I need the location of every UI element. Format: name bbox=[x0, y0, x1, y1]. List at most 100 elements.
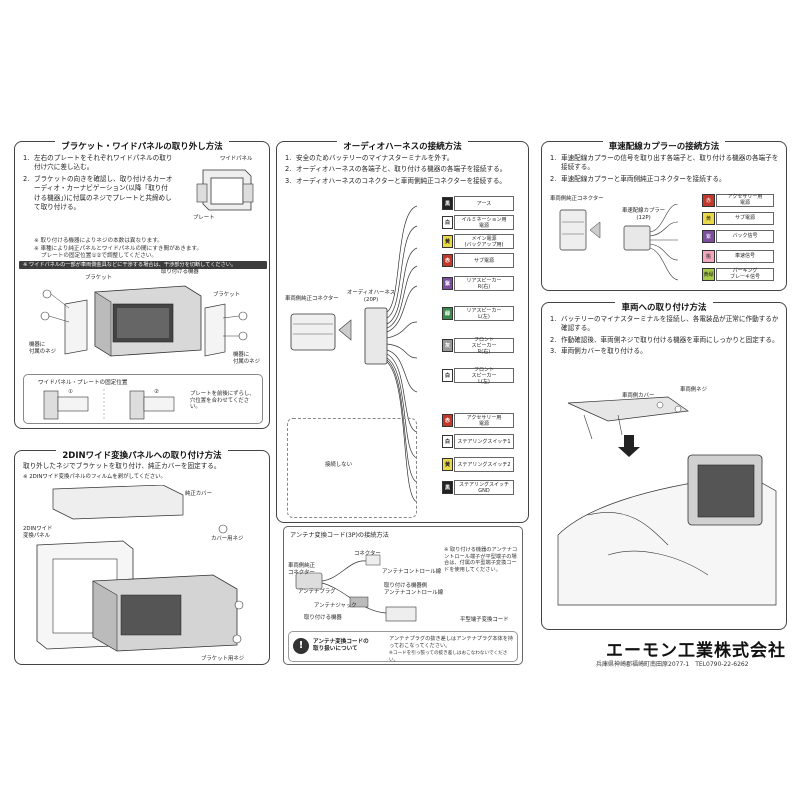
audio-wire-row: 黄メイン電源 (バックアップ用) bbox=[442, 234, 514, 249]
speed-wire-row: 黄サブ電源 bbox=[702, 212, 774, 225]
wire-color-swatch: 黒 bbox=[442, 197, 453, 210]
speed-steps: 1.車速配線カプラーの信号を取り出す各端子と、取り付ける機器の各端子を接続する。… bbox=[550, 154, 782, 186]
antenna-plug-label: アンテナプラグ bbox=[298, 589, 336, 595]
company-name: エーモン工業株式会社 bbox=[606, 641, 786, 661]
wire-color-swatch: 赤 bbox=[442, 414, 453, 427]
wire-color-swatch: 黒 bbox=[442, 481, 453, 494]
caution-icon: ! bbox=[293, 638, 309, 654]
wire-label: フロント スピーカー L(左) bbox=[454, 367, 514, 385]
antenna-box: アンテナ変換コード(3P)の接続方法 コネクター 車両側純正 コネクター アンテ… bbox=[283, 526, 523, 665]
audio-wire-row: 黒アース bbox=[442, 196, 514, 211]
no-connect-label: 接続しない bbox=[325, 462, 352, 468]
mount-steps: 1.バッテリーのマイナスターミナルを接続し、各電装品が正常に作動するか確認する。… bbox=[550, 315, 782, 359]
speed-wire-row: 赤アクセサリー用 電源 bbox=[702, 194, 774, 207]
wire-color-swatch: 緑 bbox=[442, 307, 453, 320]
antenna-vehicle-label: 車両側純正 コネクター bbox=[288, 563, 315, 576]
audio-wire-row: 緑リアスピーカー L(左) bbox=[442, 306, 514, 321]
no-connect-box bbox=[287, 418, 417, 518]
bracket-step: 2.ブラケットの向きを確認し、取り付けるカーオーディオ・カーナビゲーション(以降… bbox=[23, 174, 173, 212]
fix-mark-2: ② bbox=[154, 389, 159, 395]
car-mount-figure bbox=[557, 396, 777, 606]
fix-position-figure bbox=[43, 389, 175, 421]
bracket-warning: ※ ワイドパネルの一部が車両側金具などに干渉する場合は、干渉部分を切断してくださ… bbox=[19, 261, 267, 269]
speed-title: 車速配線カプラーの接続方法 bbox=[602, 140, 726, 152]
antenna-device-control-label: 取り付ける機器側 アンテナコントロール線 bbox=[384, 583, 444, 596]
antenna-figure bbox=[295, 554, 417, 622]
audio-wire-row: 白イルミネーション用 電源 bbox=[442, 215, 514, 230]
audio-step: 1.安全のためバッテリーのマイナスターミナルを外す。 bbox=[285, 154, 454, 162]
fix-position-box: ワイドパネル・プレートの固定位置 ① ② プレートを前後にずらし、穴位置を合わせ… bbox=[23, 374, 263, 424]
din-cover-label: 純正カバー bbox=[185, 491, 212, 497]
speed-wire-row: 桃車速信号 bbox=[702, 250, 774, 263]
antenna-title: アンテナ変換コード(3P)の接続方法 bbox=[290, 532, 389, 539]
wire-label: アクセサリー用 電源 bbox=[454, 413, 514, 428]
wire-label: ステアリングスイッチ1 bbox=[454, 434, 514, 449]
audio-wire-row: 赤サブ電源 bbox=[442, 253, 514, 268]
mount-step: 1.バッテリーのマイナスターミナルを接続し、各電装品が正常に作動するか確認する。 bbox=[550, 315, 779, 333]
wire-color-swatch: 紫 bbox=[442, 277, 453, 290]
mount-cover-label: 車両側カバー bbox=[622, 393, 655, 399]
plate-figure bbox=[196, 169, 254, 211]
antenna-flat-label: 平型端子変換コード bbox=[460, 617, 509, 623]
wire-color-swatch: 赤 bbox=[702, 194, 715, 207]
bracket-title: ブラケット・ワイドパネルの取り外し方法 bbox=[55, 140, 229, 152]
audio-wire-row: 黄ステアリングスイッチ2 bbox=[442, 457, 514, 472]
wire-color-swatch: 白 bbox=[442, 435, 453, 448]
fix-position-note: プレートを前後にずらし、穴位置を合わせてください。 bbox=[190, 391, 255, 411]
audio-wire-row: 黒ステアリングスイッチ GND bbox=[442, 480, 514, 495]
audio-title: オーディオハーネスの接続方法 bbox=[337, 140, 468, 152]
bracket-steps: 1.左右のプレートをそれぞれワイドパネルの取り付け穴に差し込む。 2.ブラケット… bbox=[23, 154, 173, 214]
company-address: 兵庫県神崎郡福崎町南田原2077-1 TEL0790-22-6262 bbox=[596, 661, 749, 668]
wire-label: アクセサリー用 電源 bbox=[716, 194, 774, 207]
device-bracket-figure bbox=[40, 285, 248, 357]
harness-figure bbox=[290, 205, 418, 503]
audio-wire-row: 白ステアリングスイッチ1 bbox=[442, 434, 514, 449]
speed-vehicle-label: 車両側純正コネクター bbox=[550, 196, 604, 202]
antenna-caution: ! アンテナ変換コードの 取り扱いについて アンテナプラグの抜き差しはアンテナプ… bbox=[288, 631, 518, 663]
antenna-connector-label: コネクター bbox=[354, 551, 381, 557]
speed-coupler-label: 車速配線カプラー (12P) bbox=[622, 208, 666, 221]
audio-wire-row: 白フロント スピーカー L(左) bbox=[442, 367, 514, 385]
din-panel-label: 2DINワイド 変換パネル bbox=[23, 526, 53, 539]
mount-step: 3.車両側カバーを取り付ける。 bbox=[550, 347, 647, 356]
bracket-step: 1.左右のプレートをそれぞれワイドパネルの取り付け穴に差し込む。 bbox=[23, 154, 173, 172]
audio-step: 3.オーディオハーネスのコネクターと車両側純正コネクターを接続する。 bbox=[285, 176, 507, 185]
speed-step: 1.車速配線カプラーの信号を取り出す各端子と、取り付ける機器の各端子を接続する。 bbox=[550, 154, 779, 172]
bracket-panel: ブラケット・ワイドパネルの取り外し方法 1.左右のプレートをそれぞれワイドパネル… bbox=[14, 140, 270, 429]
din-title: 2DINワイド変換パネルへの取り付け方法 bbox=[56, 449, 228, 461]
mount-screw-label: 車両側ネジ bbox=[680, 387, 707, 393]
coupler-figure bbox=[559, 204, 679, 281]
antenna-caution-note: ※コードを引っ張っての抜き差しはおこなわないでください。 bbox=[389, 651, 508, 663]
fix-position-title: ワイドパネル・プレートの固定位置 bbox=[38, 380, 128, 386]
audio-wire-row: 紫リアスピーカー R(右) bbox=[442, 276, 514, 291]
mount-title: 車両への取り付け方法 bbox=[615, 301, 713, 313]
antenna-device-label: 取り付ける機器 bbox=[304, 615, 342, 621]
antenna-jack-label: アンテナジャック bbox=[314, 603, 357, 609]
wire-label: リアスピーカー R(右) bbox=[454, 276, 514, 291]
wire-label: バック信号 bbox=[716, 230, 774, 243]
speed-wire-row: 黄緑パーキング ブレーキ信号 bbox=[702, 268, 774, 281]
wire-label: イルミネーション用 電源 bbox=[454, 215, 514, 230]
bracket-right-label: ブラケット bbox=[213, 292, 240, 298]
wire-color-swatch: 紫 bbox=[702, 230, 715, 243]
wire-color-swatch: 赤 bbox=[442, 254, 453, 267]
speed-wire-row: 紫バック信号 bbox=[702, 230, 774, 243]
wire-label: アース bbox=[454, 196, 514, 211]
speed-panel: 車速配線カプラーの接続方法 1.車速配線カプラーの信号を取り出す各端子と、取り付… bbox=[541, 140, 787, 291]
screw-left-label: 機器に 付属のネジ bbox=[29, 342, 56, 355]
wire-color-swatch: 白 bbox=[442, 216, 453, 229]
wire-label: メイン電源 (バックアップ用) bbox=[454, 234, 514, 249]
wide-panel-label: ワイドパネル bbox=[220, 156, 253, 162]
antenna-caution-title: アンテナ変換コードの 取り扱いについて bbox=[313, 639, 369, 652]
din-instruction: 取り外したネジでブラケットを取り付け、純正カバーを固定する。 bbox=[23, 462, 221, 470]
audio-wire-row: 灰フロント スピーカー R(右) bbox=[442, 337, 514, 355]
audio-wire-row: 赤アクセサリー用 電源 bbox=[442, 413, 514, 428]
wire-color-swatch: 白 bbox=[442, 369, 453, 382]
wire-label: サブ電源 bbox=[454, 253, 514, 268]
wire-label: 車速信号 bbox=[716, 250, 774, 263]
din-cover-screw-label: カバー用ネジ bbox=[211, 536, 244, 542]
din-panel: 2DINワイド変換パネルへの取り付け方法 取り外したネジでブラケットを取り付け、… bbox=[14, 449, 270, 665]
harness-label: オーディオハーネス (20P) bbox=[347, 290, 396, 303]
wire-label: フロント スピーカー R(右) bbox=[454, 337, 514, 355]
antenna-control-label: アンテナコントロール線 bbox=[382, 569, 442, 575]
